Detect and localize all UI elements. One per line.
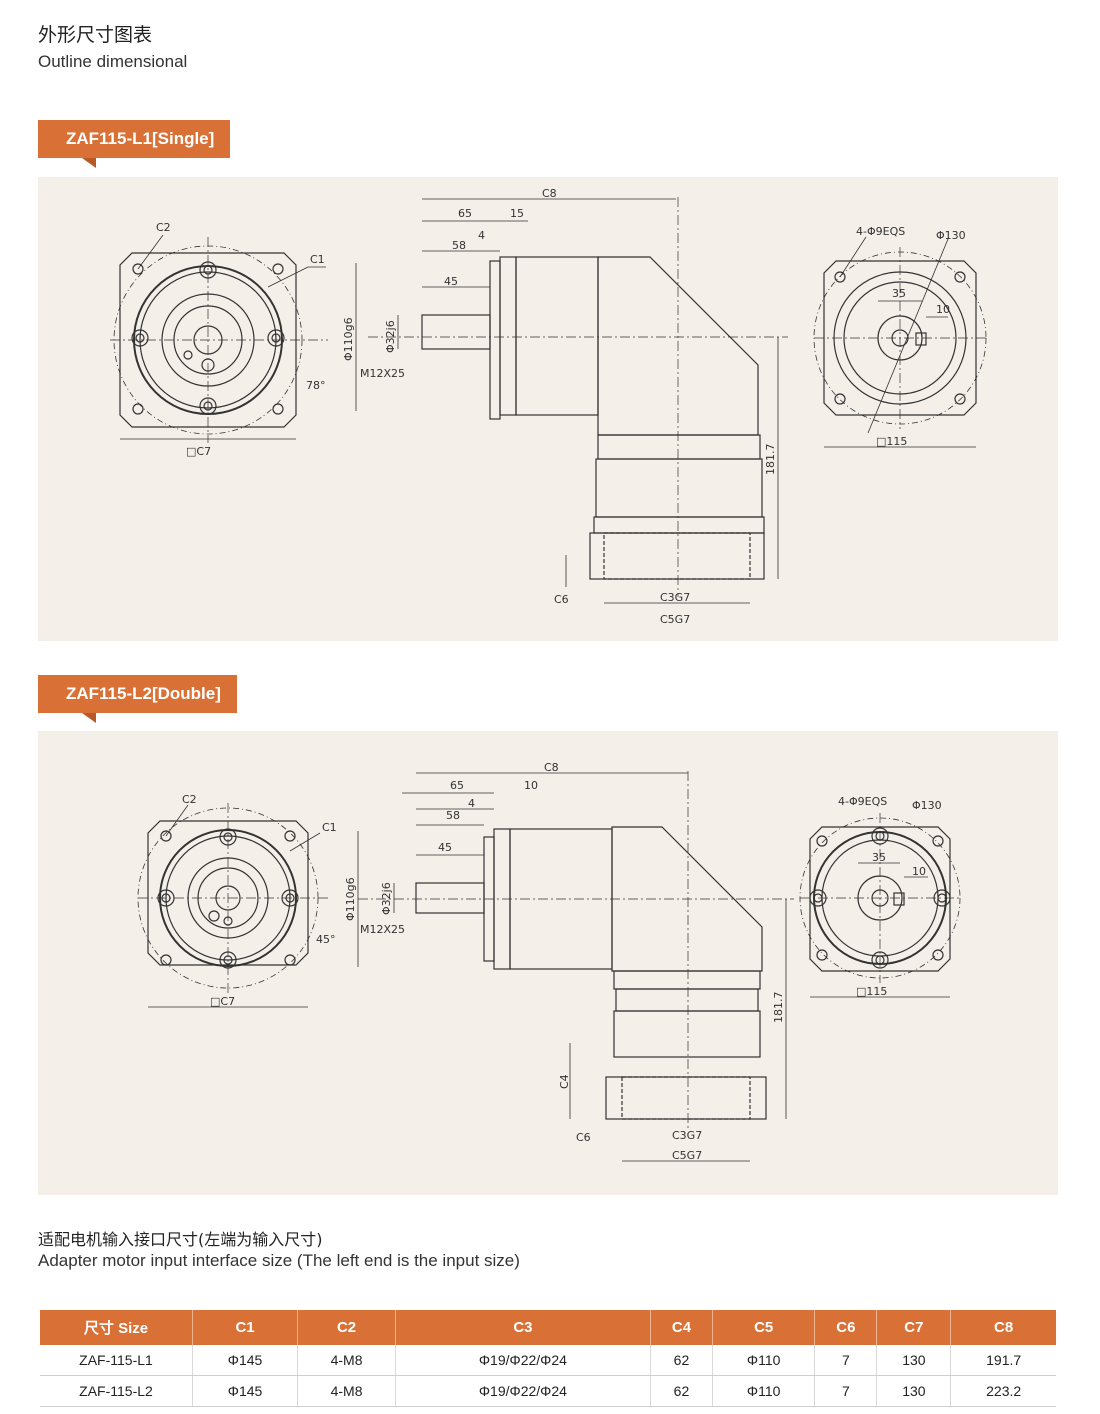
cell: 62 (650, 1375, 714, 1407)
adapter-title-en: Adapter motor input interface size (The … (38, 1251, 520, 1270)
cell: 62 (650, 1345, 714, 1376)
label-angle: 45° (316, 933, 336, 946)
col-size: 尺寸 Size (40, 1310, 193, 1345)
table-row: ZAF-115-L2 Φ145 4-M8 Φ19/Φ22/Φ24 62 Φ110… (40, 1375, 1056, 1407)
label-m12: M12X25 (360, 923, 405, 936)
col-c8: C8 (950, 1310, 1056, 1345)
label-d130: Φ130 (936, 229, 966, 242)
label-holes: 4-Φ9EQS (856, 225, 905, 238)
col-c5: C5 (712, 1310, 816, 1345)
label-angle: 78° (306, 379, 326, 392)
label-c6: C6 (554, 593, 569, 606)
cell: 4-M8 (297, 1375, 396, 1407)
label-65: 65 (458, 207, 472, 220)
page-title-cn: 外形尺寸图表 (38, 24, 153, 46)
label-115: □115 (856, 985, 887, 998)
label-c3: C3G7 (660, 591, 690, 604)
label-181: 181.7 (764, 444, 777, 476)
cell: 191.7 (950, 1345, 1056, 1376)
page-title-en: Outline dimensional (38, 52, 188, 71)
label-c6: C6 (576, 1131, 591, 1144)
col-c1: C1 (192, 1310, 299, 1345)
side-view (357, 771, 794, 1162)
label-35: 35 (892, 287, 906, 300)
cell: ZAF-115-L2 (40, 1375, 193, 1407)
label-58: 58 (452, 239, 466, 252)
cell: 223.2 (950, 1375, 1056, 1407)
label-c4: C4 (558, 1074, 571, 1089)
label-holes: 4-Φ9EQS (838, 795, 887, 808)
col-c2: C2 (297, 1310, 396, 1345)
label-c2: C2 (156, 221, 171, 234)
label-45: 45 (438, 841, 452, 854)
label-45: 45 (444, 275, 458, 288)
table-row: ZAF-115-L1 Φ145 4-M8 Φ19/Φ22/Φ24 62 Φ110… (40, 1345, 1056, 1376)
col-c7: C7 (876, 1310, 952, 1345)
label-c8: C8 (542, 187, 557, 200)
front-view-left (110, 234, 328, 443)
label-10: 10 (936, 303, 950, 316)
label-d130: Φ130 (912, 799, 942, 812)
drawing-double: C2 C1 □C7 45° C8 65 10 4 58 45 Φ110g6 (137, 761, 962, 1162)
drawing-panel-single: C2 C1 □C7 78° C8 65 15 4 58 45 (38, 177, 1058, 641)
label-35: 35 (872, 851, 886, 864)
drawing-single: C2 C1 □C7 78° C8 65 15 4 58 45 (110, 187, 988, 626)
label-c8: C8 (544, 761, 559, 774)
label-d32: Φ32j6 (384, 320, 397, 353)
size-table: 尺寸 Size C1 C2 C3 C4 C5 C6 C7 C8 ZAF-115-… (40, 1310, 1056, 1407)
cell: Φ19/Φ22/Φ24 (395, 1375, 651, 1407)
cell: 130 (876, 1345, 952, 1376)
label-4: 4 (468, 797, 475, 810)
table-header-row: 尺寸 Size C1 C2 C3 C4 C5 C6 C7 C8 (40, 1310, 1056, 1345)
adapter-title-cn: 适配电机输入接口尺寸(左端为输入尺寸) (38, 1230, 323, 1249)
label-c7: □C7 (186, 445, 211, 458)
cell: Φ145 (192, 1345, 299, 1376)
front-view-left (137, 803, 328, 1008)
cell: 7 (814, 1375, 878, 1407)
label-15: 15 (510, 207, 524, 220)
model-tag-single: ZAF115-L1[Single] (38, 120, 231, 168)
label-c1: C1 (322, 821, 337, 834)
drawing-panel-double: C2 C1 □C7 45° C8 65 10 4 58 45 Φ110g6 (38, 731, 1058, 1195)
cell: 130 (876, 1375, 952, 1407)
label-d32: Φ32j6 (380, 882, 393, 915)
label-4: 4 (478, 229, 485, 242)
front-view-right (813, 236, 988, 448)
label-181: 181.7 (772, 992, 785, 1024)
cell: Φ110 (712, 1345, 816, 1376)
model-tag-double: ZAF115-L2[Double] (38, 675, 237, 723)
label-115: □115 (876, 435, 907, 448)
cell: Φ145 (192, 1375, 299, 1407)
label-10: 10 (912, 865, 926, 878)
cell: ZAF-115-L1 (40, 1345, 193, 1376)
cell: 4-M8 (297, 1345, 396, 1376)
col-c3: C3 (395, 1310, 651, 1345)
label-10: 10 (524, 779, 538, 792)
label-c1: C1 (310, 253, 325, 266)
label-c2: C2 (182, 793, 197, 806)
front-view-right (799, 813, 962, 998)
label-c3: C3G7 (672, 1129, 702, 1142)
label-58: 58 (446, 809, 460, 822)
label-c7: □C7 (210, 995, 235, 1008)
col-c4: C4 (650, 1310, 714, 1345)
side-view (355, 197, 788, 604)
label-c5: C5G7 (672, 1149, 702, 1162)
cell: 7 (814, 1345, 878, 1376)
col-c6: C6 (814, 1310, 878, 1345)
label-c5: C5G7 (660, 613, 690, 626)
label-65: 65 (450, 779, 464, 792)
label-m12: M12X25 (360, 367, 405, 380)
label-d110: Φ110g6 (344, 877, 357, 921)
label-d110: Φ110g6 (342, 317, 355, 361)
cell: Φ19/Φ22/Φ24 (395, 1345, 651, 1376)
cell: Φ110 (712, 1375, 816, 1407)
